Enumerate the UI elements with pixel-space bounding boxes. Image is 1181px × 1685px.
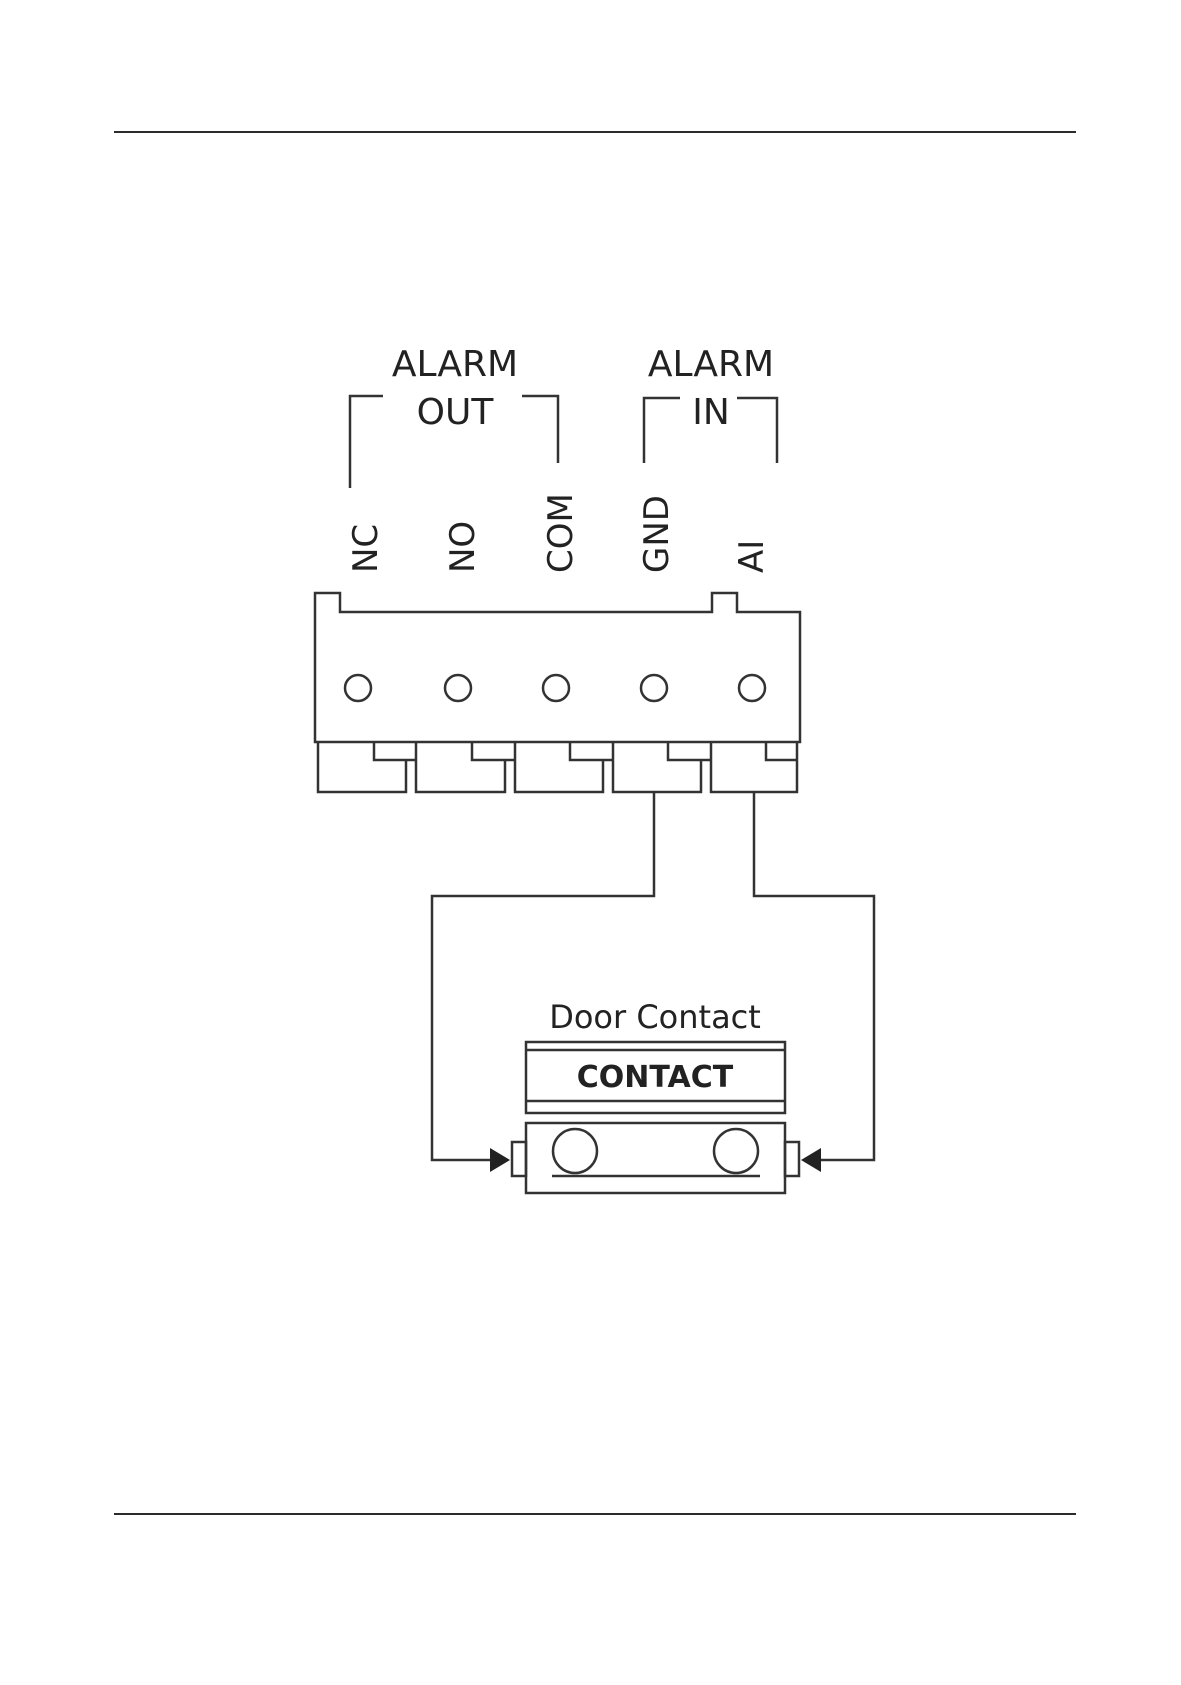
pin-label-gnd: GND — [637, 495, 677, 573]
contact-hole-right — [714, 1129, 758, 1173]
terminal-screw-gnd — [641, 675, 667, 701]
wire-gnd — [432, 792, 654, 1160]
terminal-teeth — [318, 742, 797, 792]
wire-ai — [754, 792, 874, 1160]
door-contact-title: Door Contact — [549, 998, 761, 1036]
alarm-in-label-2: IN — [692, 392, 730, 433]
pin-label-no: NO — [443, 521, 483, 573]
alarm-out-label-1: ALARM — [392, 344, 518, 385]
contact-badge: CONTACT — [577, 1060, 734, 1095]
pin-label-ai: AI — [732, 540, 772, 573]
alarm-in-label-1: ALARM — [648, 344, 774, 385]
arrow-left-icon — [490, 1148, 510, 1172]
contact-tab-left — [512, 1142, 526, 1176]
contact-tab-right — [785, 1142, 799, 1176]
terminal-screw-com — [543, 675, 569, 701]
contact-hole-left — [553, 1129, 597, 1173]
pin-label-nc: NC — [346, 524, 386, 573]
arrow-right-icon — [801, 1148, 821, 1172]
alarm-out-label-2: OUT — [417, 392, 495, 433]
terminal-screw-no — [445, 675, 471, 701]
terminal-screw-nc — [345, 675, 371, 701]
contact-switch — [526, 1123, 785, 1193]
terminal-screw-ai — [739, 675, 765, 701]
pin-label-com: COM — [541, 493, 581, 573]
terminal-block-body — [315, 593, 800, 742]
